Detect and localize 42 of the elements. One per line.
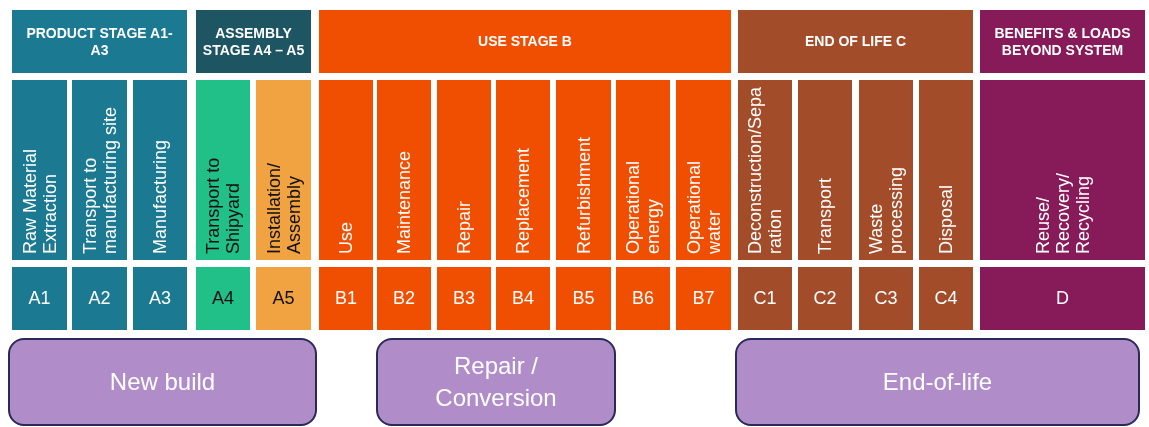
module-code: B2 — [377, 267, 431, 330]
module-box: Transport to manufacturing site — [72, 80, 127, 260]
module-box: Raw Material Extraction — [12, 80, 67, 260]
module-box: Reuse/ Recovery/ Recycling — [980, 80, 1145, 260]
module-box: Deconstruction/Separation — [738, 80, 792, 260]
module-box: Use — [319, 80, 373, 260]
module-code: D — [980, 267, 1145, 330]
module-code: B6 — [616, 267, 670, 330]
module-code: A5 — [256, 267, 311, 330]
phase-pill: New build — [8, 338, 317, 426]
module-box: Installation/ Assembly — [256, 80, 311, 260]
module-box: Waste processing — [859, 80, 913, 260]
module-code: A1 — [12, 267, 67, 330]
module-box: Repair — [437, 80, 491, 260]
module-box: Manufacturing — [133, 80, 187, 260]
module-code: A4 — [196, 267, 250, 330]
module-box: Disposal — [919, 80, 973, 260]
module-code: B5 — [556, 267, 611, 330]
stage-header: PRODUCT STAGE A1-A3 — [12, 10, 187, 73]
module-box: Replacement — [496, 80, 550, 260]
module-code: A3 — [133, 267, 187, 330]
module-code: A2 — [72, 267, 127, 330]
module-box: Maintenance — [377, 80, 431, 260]
module-box: Transport to Shipyard — [196, 80, 250, 260]
stage-header: USE STAGE B — [319, 10, 731, 73]
stage-header: ASSEMBLY STAGE A4 – A5 — [196, 10, 311, 73]
module-box: Refurbishment — [556, 80, 611, 260]
module-code: B4 — [496, 267, 550, 330]
stage-header: END OF LIFE C — [738, 10, 973, 73]
phase-pill: Repair / Conversion — [376, 338, 616, 426]
phase-pill: End-of-life — [735, 338, 1140, 426]
module-code: C3 — [859, 267, 913, 330]
stage-header: BENEFITS & LOADS BEYOND SYSTEM — [980, 10, 1145, 73]
module-code: B7 — [676, 267, 731, 330]
module-code: B1 — [319, 267, 373, 330]
module-box: Operational energy — [616, 80, 670, 260]
module-code: C2 — [798, 267, 852, 330]
module-code: B3 — [437, 267, 491, 330]
module-box: Transport — [798, 80, 852, 260]
module-code: C4 — [919, 267, 973, 330]
module-code: C1 — [738, 267, 792, 330]
module-box: Operational water — [676, 80, 731, 260]
